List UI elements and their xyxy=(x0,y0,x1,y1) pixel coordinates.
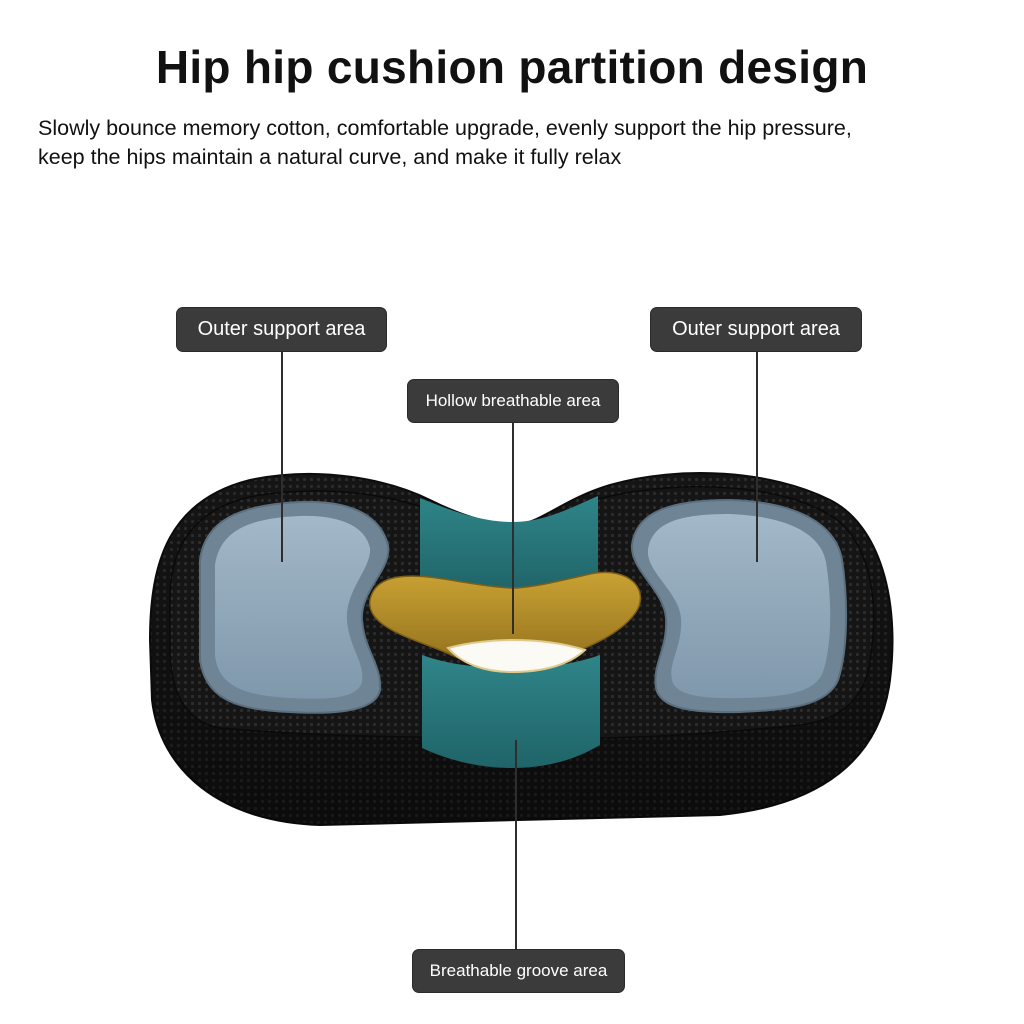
leader-line-hollow xyxy=(512,422,514,634)
label-breathable-groove: Breathable groove area xyxy=(413,950,624,992)
leader-line-outer-right xyxy=(756,350,758,562)
hollow-opening xyxy=(446,638,587,674)
description-line-1: Slowly bounce memory cotton, comfortable… xyxy=(38,116,852,140)
leader-line-groove xyxy=(515,740,517,952)
groove-zone-upper xyxy=(420,496,598,592)
description-line-2: keep the hips maintain a natural curve, … xyxy=(38,145,622,169)
page-title: Hip hip cushion partition design xyxy=(155,41,869,93)
label-hollow-breathable: Hollow breathable area xyxy=(408,380,618,422)
label-outer-support-right: Outer support area xyxy=(651,308,861,351)
groove-zone-lower xyxy=(422,655,600,768)
leader-line-outer-left xyxy=(281,350,283,562)
description: Slowly bounce memory cotton, comfortable… xyxy=(38,114,1008,172)
label-outer-support-left: Outer support area xyxy=(177,308,386,351)
